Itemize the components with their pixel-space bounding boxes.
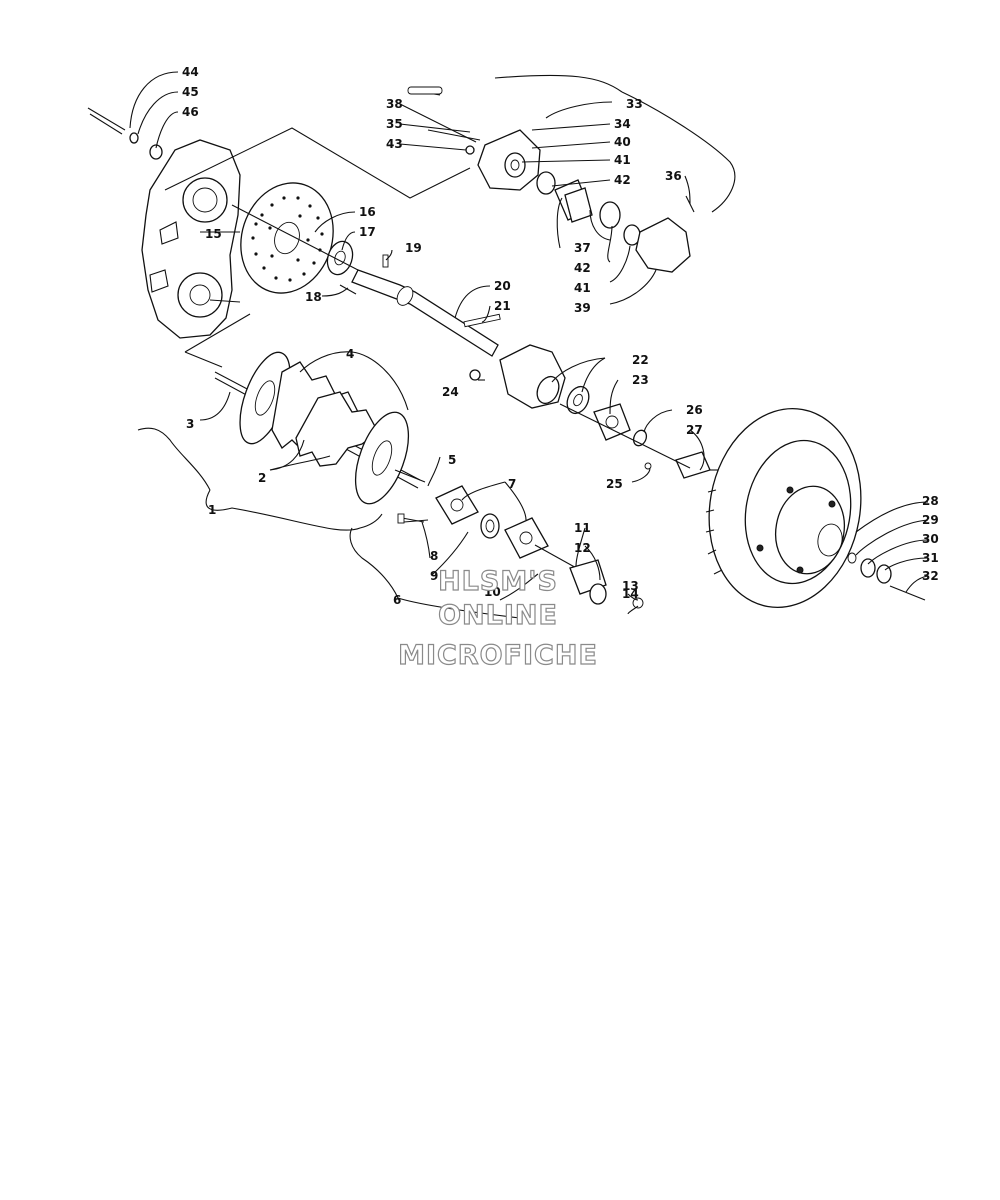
chaincase-housing	[141, 139, 241, 339]
bolt	[397, 513, 425, 524]
callout-19: 19	[405, 241, 422, 255]
callout-39: 39	[574, 301, 591, 315]
callout-33: 33	[626, 97, 643, 111]
callout-44: 44	[182, 65, 199, 79]
callout-42-top: 42	[614, 173, 631, 187]
pin	[339, 254, 389, 295]
driven-bearing-housing	[469, 344, 711, 479]
callout-35: 35	[386, 117, 403, 131]
brake-disc	[240, 182, 334, 294]
callout-41-bottom: 41	[574, 281, 591, 295]
leader-lines	[129, 71, 929, 619]
callout-43: 43	[386, 137, 403, 151]
callout-27: 27	[686, 423, 703, 437]
callout-24: 24	[442, 385, 459, 399]
callout-38: 38	[386, 97, 403, 111]
callout-10: 10	[484, 585, 501, 599]
callout-29: 29	[922, 513, 939, 527]
callout-15: 15	[205, 227, 222, 241]
watermark-line-2: ONLINE	[438, 600, 558, 631]
bolt-washers	[87, 107, 163, 160]
callout-45: 45	[182, 85, 199, 99]
callout-22: 22	[632, 353, 649, 367]
callout-31: 31	[922, 551, 939, 565]
callout-46: 46	[182, 105, 199, 119]
jackshaft	[351, 269, 501, 357]
callout-18: 18	[305, 290, 322, 304]
callout-12: 12	[574, 541, 591, 555]
callout-2: 2	[258, 471, 266, 485]
callout-11: 11	[574, 521, 591, 535]
callout-labels: 44 45 46 15 16 17 19 18 20 21 38 35 43 3…	[182, 65, 939, 607]
callout-36: 36	[665, 169, 682, 183]
watermark-line-3: MICROFICHE	[398, 640, 598, 671]
callout-25: 25	[606, 477, 623, 491]
callout-42-bottom: 42	[574, 261, 591, 275]
brake-caliper-assembly	[407, 86, 695, 273]
callout-37: 37	[574, 241, 591, 255]
callout-3: 3	[186, 417, 194, 431]
callout-28: 28	[922, 494, 939, 508]
callout-21: 21	[494, 299, 511, 313]
callout-26: 26	[686, 403, 703, 417]
callout-20: 20	[494, 279, 511, 293]
callout-41-top: 41	[614, 153, 631, 167]
driven-clutch	[705, 408, 926, 608]
callout-32: 32	[922, 569, 939, 583]
callout-17: 17	[359, 225, 376, 239]
callout-4: 4	[346, 347, 354, 361]
callout-1: 1	[208, 503, 216, 517]
callout-23: 23	[632, 373, 649, 387]
watermark: HLSM'S ONLINE MICROFICHE	[397, 565, 598, 671]
callout-8: 8	[430, 549, 438, 563]
callout-30: 30	[922, 532, 939, 546]
callout-40: 40	[614, 135, 631, 149]
callout-14: 14	[622, 587, 639, 601]
watermark-line-1: HLSM'S	[438, 566, 558, 597]
callout-7: 7	[508, 477, 516, 491]
callout-16: 16	[359, 205, 376, 219]
callout-5: 5	[448, 453, 456, 467]
callout-34: 34	[614, 117, 631, 131]
callout-6: 6	[393, 593, 401, 607]
drive-shaft-assembly	[214, 351, 426, 505]
callout-13: 13	[622, 579, 639, 593]
callout-9: 9	[430, 569, 438, 583]
